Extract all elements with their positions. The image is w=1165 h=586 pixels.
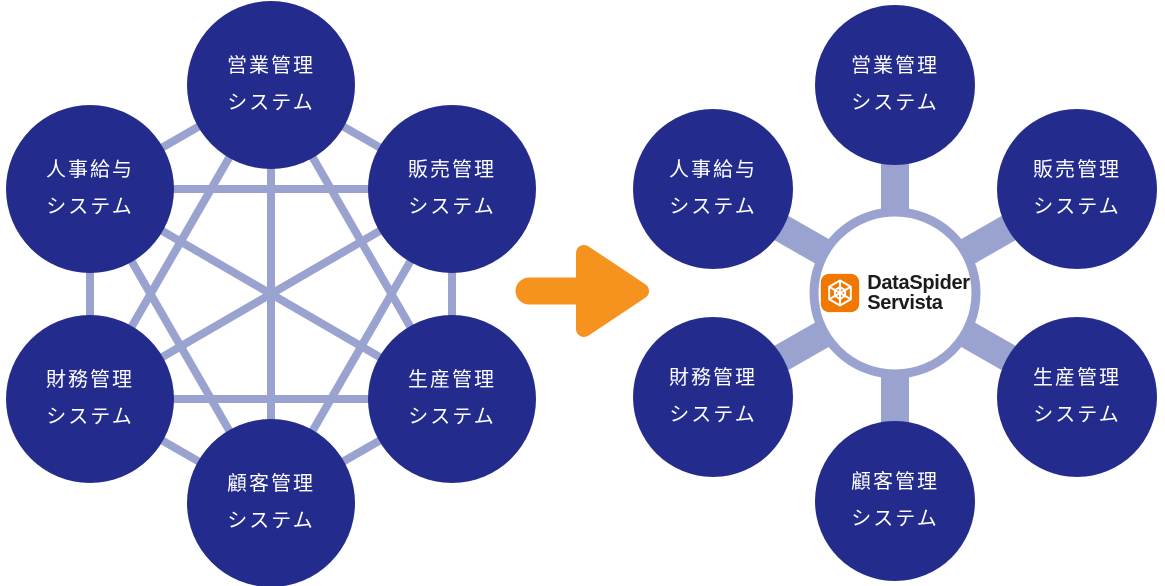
hub-circle [809,207,981,379]
node-label-line2: システム [851,508,939,530]
transform-arrow-icon [515,245,649,337]
node-label-line1: 営業管理 [227,55,315,77]
node-production-mgmt-right: 生産管理 システム [997,317,1157,477]
node-label-line1: 生産管理 [1033,367,1121,389]
node-label-line1: 財務管理 [669,367,757,389]
node-finance-mgmt-right: 財務管理 システム [633,317,793,477]
node-label-line2: システム [46,196,134,218]
node-label-line1: 生産管理 [408,369,496,391]
node-label-line2: システム [851,92,939,114]
node-label-line1: 人事給与 [46,159,134,181]
node-hr-payroll-left: 人事給与 システム [6,105,174,273]
node-label-line2: システム [1033,196,1121,218]
node-label-line2: システム [227,92,315,114]
node-label-line2: システム [669,404,757,426]
node-label-line1: 財務管理 [46,369,134,391]
node-sales-mgmt-right: 販売管理 システム [997,109,1157,269]
node-label-line1: 顧客管理 [227,473,315,495]
node-label-line1: 営業管理 [851,55,939,77]
node-customer-mgmt-left: 顧客管理 システム [187,419,355,586]
hub-logo: DataSpider Servista [815,213,975,373]
node-label-line2: システム [408,406,496,428]
node-hr-payroll-right: 人事給与 システム [633,109,793,269]
node-finance-mgmt-left: 財務管理 システム [6,315,174,483]
hub-brand-text: DataSpider Servista [867,273,970,313]
brand-line2: Servista [867,292,943,314]
node-customer-mgmt-right: 顧客管理 システム [815,421,975,581]
node-label-line1: 顧客管理 [851,471,939,493]
node-business-sales-left: 営業管理 システム [187,1,355,169]
node-label-line1: 販売管理 [408,159,496,181]
brand-line1: DataSpider [867,272,970,294]
dataspider-web-icon [821,273,860,313]
node-label-line2: システム [1033,404,1121,426]
node-production-mgmt-left: 生産管理 システム [368,315,536,483]
node-label-line2: システム [669,196,757,218]
node-label-line2: システム [408,196,496,218]
node-business-sales-right: 営業管理 システム [815,5,975,165]
node-label-line2: システム [46,406,134,428]
node-label-line1: 人事給与 [669,159,757,181]
node-sales-mgmt-left: 販売管理 システム [368,105,536,273]
node-label-line1: 販売管理 [1033,159,1121,181]
node-label-line2: システム [227,510,315,532]
